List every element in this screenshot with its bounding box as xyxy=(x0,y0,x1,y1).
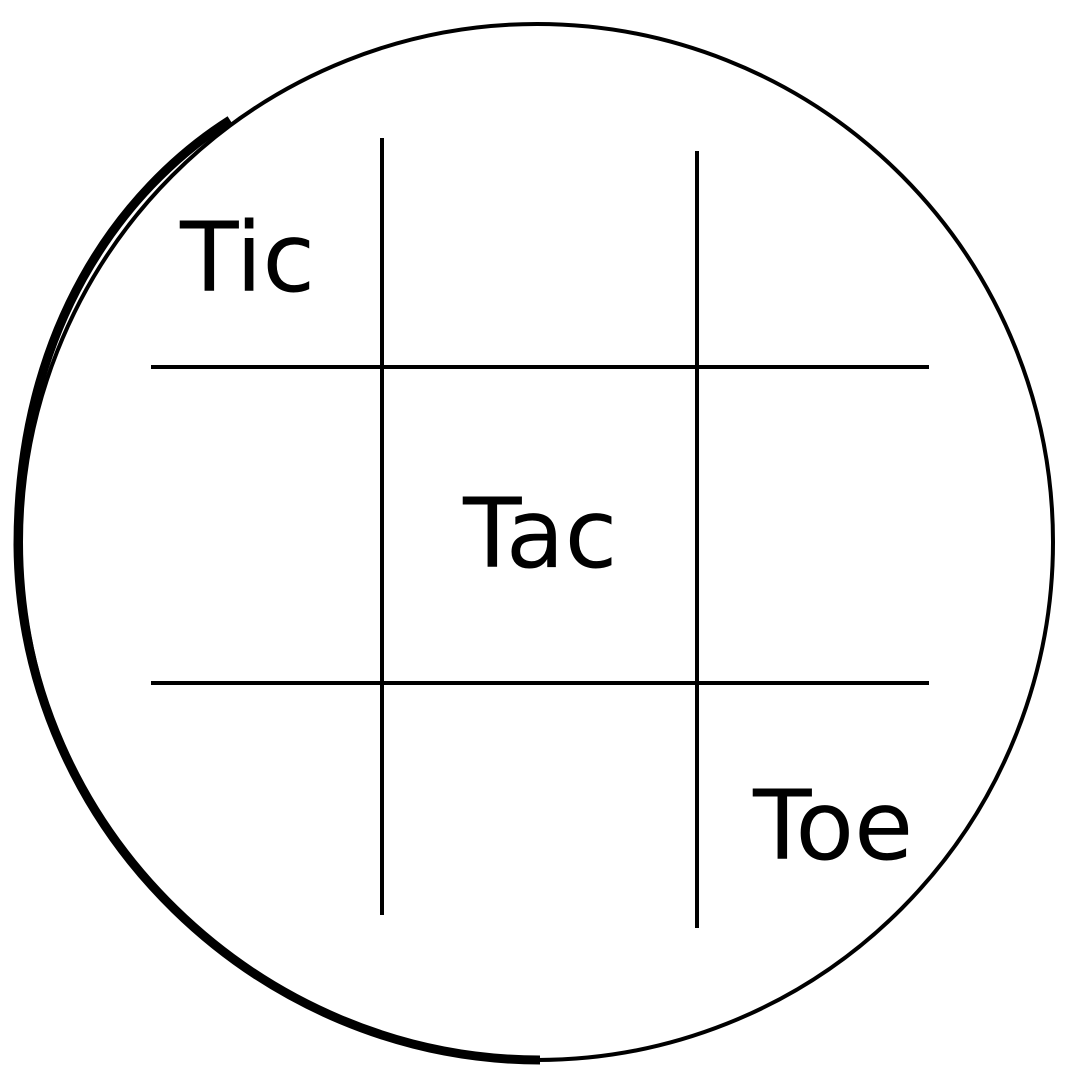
cell-top-left-text: Tic xyxy=(179,202,315,314)
cell-bottom-left[interactable] xyxy=(151,683,382,915)
board-circle-outline xyxy=(19,22,1055,1062)
cell-top-middle[interactable] xyxy=(382,138,697,367)
grid-lines xyxy=(151,138,929,928)
cell-bottom-right-text: Toe xyxy=(752,770,913,882)
cell-middle-right[interactable] xyxy=(697,367,929,683)
board-circle xyxy=(13,22,1055,1065)
cell-center-text: Tac xyxy=(462,478,617,590)
cell-bottom-middle[interactable] xyxy=(382,683,697,928)
cell-top-right[interactable] xyxy=(697,151,929,367)
cell-middle-left[interactable] xyxy=(151,367,382,683)
